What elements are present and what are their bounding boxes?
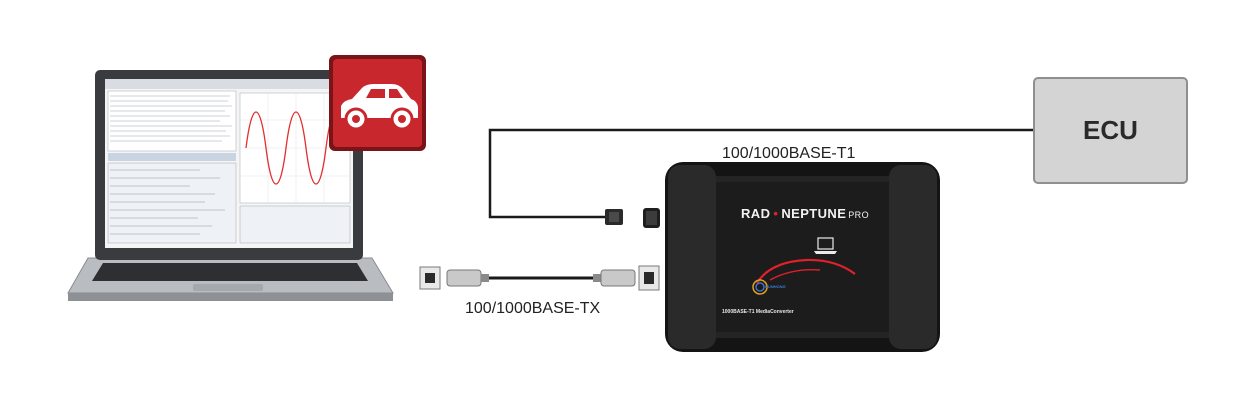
laptop [67, 70, 394, 301]
brand-right: NEPTUNE [781, 206, 847, 221]
t1-connector-plug [605, 209, 623, 225]
car-app-icon [329, 55, 426, 151]
t1-cable [488, 128, 1033, 219]
brand-left: RAD [741, 206, 771, 221]
neptune-device [665, 162, 940, 352]
logo-text: KUNHONG [765, 284, 786, 289]
device-subtitle: 1000BASE-T1 MediaConverter [722, 309, 794, 315]
tx-cable-label: 100/1000BASE-TX [465, 300, 601, 317]
ecu-box: ECU [1033, 77, 1188, 184]
waveform [245, 111, 347, 185]
t1-connector-socket [643, 208, 660, 228]
ecu-label: ECU [1083, 115, 1138, 145]
t1-cable-label: 100/1000BASE-T1 [722, 145, 856, 162]
brand-suffix: PRO [848, 210, 869, 220]
tx-cable [419, 265, 660, 291]
